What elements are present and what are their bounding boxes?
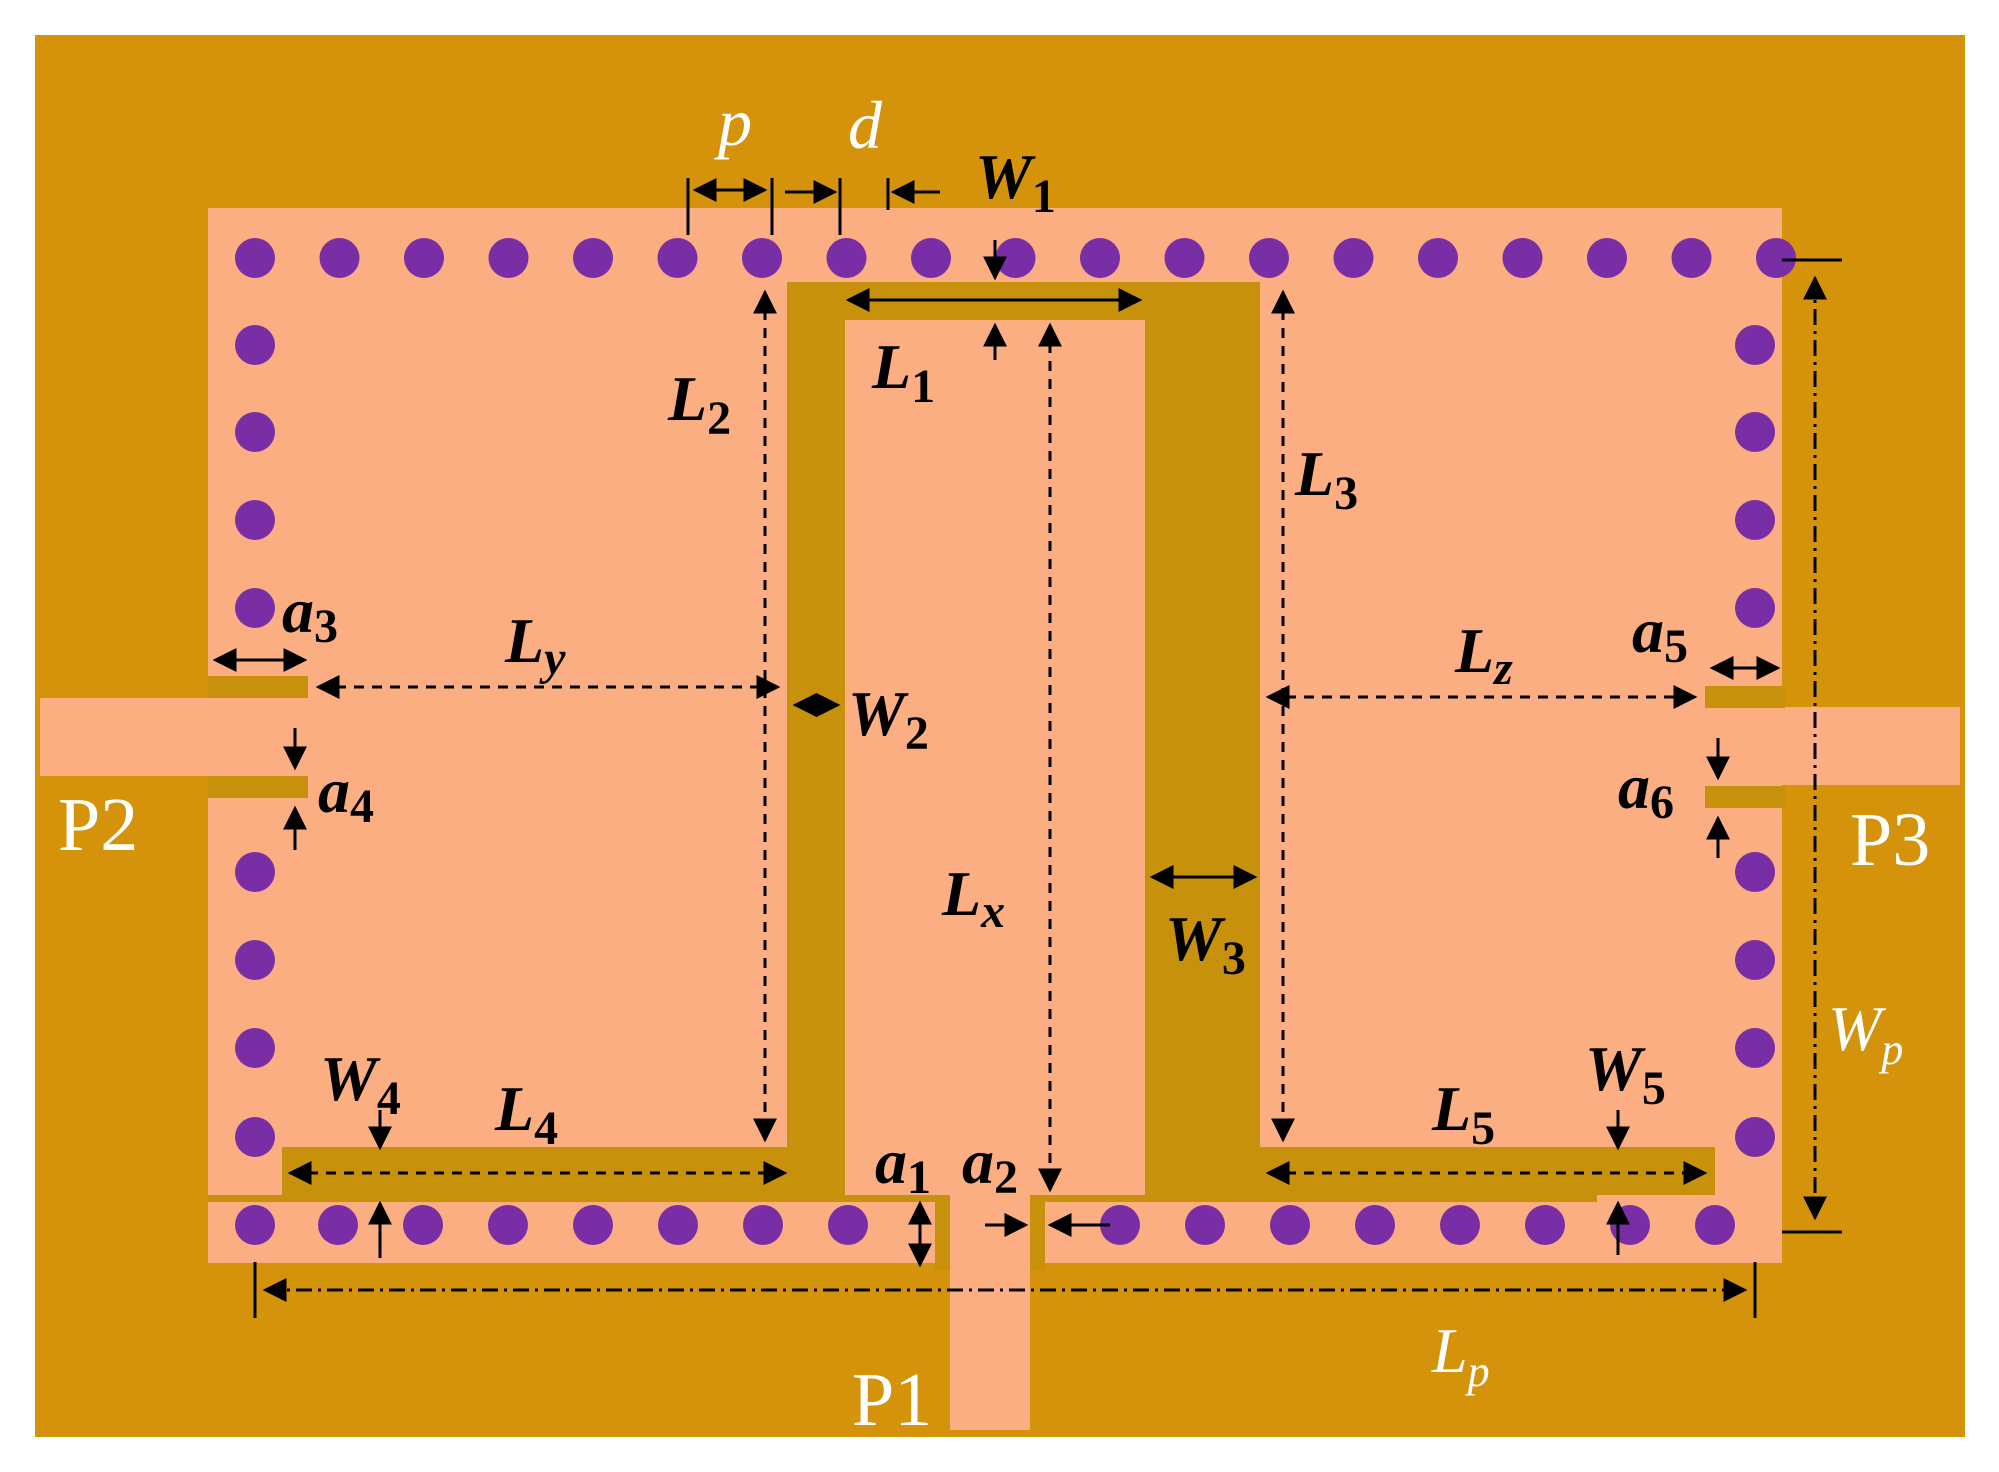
siw-cavity (208, 208, 1782, 1263)
via (1525, 1205, 1565, 1245)
via (1440, 1205, 1480, 1245)
via (1735, 852, 1775, 892)
via (235, 500, 275, 540)
via (658, 1205, 698, 1245)
via (1735, 325, 1775, 365)
via (828, 1205, 868, 1245)
via (235, 325, 275, 365)
via (1100, 1205, 1140, 1245)
dimension-lines (212, 178, 1842, 1318)
port-label-p3: P3 (1850, 798, 1930, 882)
label-l1: L1 (871, 331, 935, 413)
via (1587, 238, 1627, 278)
via (404, 238, 444, 278)
label-ly: Ly (504, 605, 566, 685)
label-wp: Wp (1828, 993, 1903, 1074)
via (1080, 238, 1120, 278)
via (1418, 238, 1458, 278)
via (235, 412, 275, 452)
via (1735, 412, 1775, 452)
label-lz: Lz (1454, 615, 1513, 695)
label-w2: W2 (848, 678, 929, 760)
label-a6: a6 (1618, 751, 1674, 829)
via (488, 238, 529, 278)
via (995, 238, 1036, 278)
label-l4: L4 (494, 1073, 558, 1155)
via (1610, 1205, 1650, 1245)
dimension-labels: p d W1 L1 L2 L3 a3 Ly W2 Lz a5 a4 a6 Lx … (282, 84, 1903, 1396)
label-l2: L2 (667, 363, 731, 445)
label-w1: W1 (975, 141, 1056, 223)
via (1270, 1205, 1310, 1245)
via (1333, 238, 1374, 278)
via (1695, 1205, 1735, 1245)
label-a1: a1 (875, 1126, 931, 1204)
port-labels: P2 P3 P1 (58, 783, 1930, 1442)
via-array (235, 238, 1796, 1245)
label-lx: Lx (941, 858, 1005, 938)
via (573, 1205, 613, 1245)
port-label-p1: P1 (852, 1358, 932, 1442)
via (488, 1205, 528, 1245)
via (403, 1205, 443, 1245)
via (235, 588, 275, 628)
port-label-p2: P2 (58, 783, 138, 867)
via (235, 1028, 275, 1068)
via (1735, 940, 1775, 980)
via (1185, 1205, 1225, 1245)
label-a5: a5 (1632, 595, 1688, 673)
label-a4: a4 (318, 755, 374, 833)
via (1735, 588, 1775, 628)
port-p2-feedline (40, 698, 210, 776)
via (235, 1205, 275, 1245)
label-p: p (714, 84, 752, 160)
via (235, 1117, 275, 1157)
via (742, 238, 782, 278)
label-w5: W5 (1585, 1033, 1666, 1115)
label-a2: a2 (962, 1126, 1018, 1204)
via (573, 238, 613, 278)
via (1164, 238, 1205, 278)
label-a3: a3 (282, 575, 338, 653)
label-w3: W3 (1165, 903, 1246, 985)
via (1735, 500, 1775, 540)
port-p3-feedline (1780, 707, 1960, 785)
via (1502, 238, 1543, 278)
via (743, 1205, 783, 1245)
via (235, 852, 275, 892)
via (235, 238, 275, 278)
label-w4: W4 (320, 1043, 401, 1125)
via (657, 238, 698, 278)
via (1249, 238, 1289, 278)
via (235, 940, 275, 980)
via (1735, 1028, 1775, 1068)
via (1756, 238, 1796, 278)
label-l5: L5 (1431, 1073, 1495, 1155)
via (319, 238, 360, 278)
port-p1-feedline (950, 1260, 1030, 1430)
via (911, 238, 951, 278)
label-l3: L3 (1294, 438, 1358, 520)
label-d: d (848, 87, 883, 163)
via (1671, 238, 1712, 278)
via (318, 1205, 358, 1245)
via (826, 238, 867, 278)
via (1735, 1117, 1775, 1157)
label-lp: Lp (1431, 1315, 1490, 1396)
via (1355, 1205, 1395, 1245)
